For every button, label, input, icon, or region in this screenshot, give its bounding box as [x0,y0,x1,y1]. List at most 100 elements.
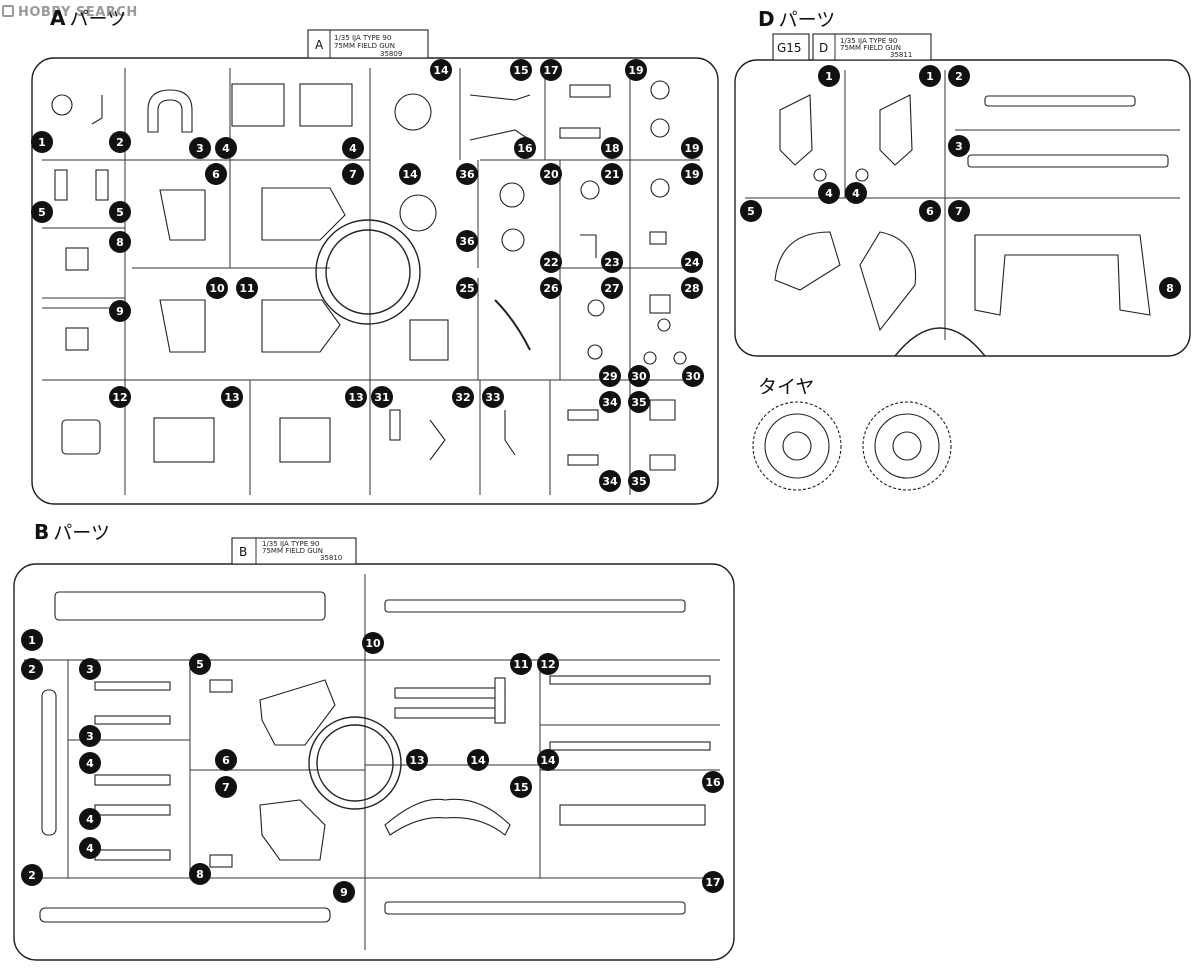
part-label-d-1b: 1 [919,65,941,87]
part-label-b-8: 8 [189,863,211,885]
part-label-b-13: 13 [406,749,428,771]
part-label-b-15: 15 [510,776,532,798]
part-label-a-2: 2 [109,131,131,153]
part-label-a-19: 19 [625,59,647,81]
svg-text:22: 22 [543,256,558,269]
part-label-d-8: 8 [1159,277,1181,299]
svg-text:2: 2 [116,136,124,149]
svg-text:D: D [819,41,828,55]
part-label-a-23: 23 [601,251,623,273]
part-label-b-4c: 4 [79,837,101,859]
svg-text:7: 7 [955,205,963,218]
svg-text:1: 1 [825,70,833,83]
part-label-b-3: 3 [79,658,101,680]
svg-text:36: 36 [459,168,475,181]
part-label-a-35: 35 [628,391,650,413]
svg-text:19: 19 [684,168,699,181]
svg-text:35: 35 [631,475,646,488]
part-label-b-3b: 3 [79,725,101,747]
part-label-d-6: 6 [919,200,941,222]
part-label-a-36b: 36 [456,230,478,252]
svg-text:14: 14 [402,168,418,181]
svg-text:33: 33 [485,391,500,404]
svg-text:8: 8 [116,236,124,249]
labels-d: 1 1 2 3 4 4 5 6 7 8 [740,65,1181,299]
svg-text:3: 3 [196,142,204,155]
svg-text:13: 13 [224,391,239,404]
svg-text:13: 13 [409,754,424,767]
svg-text:6: 6 [222,754,230,767]
svg-text:6: 6 [926,205,934,218]
part-label-b-6: 6 [215,749,237,771]
part-label-a-25: 25 [456,277,478,299]
part-label-d-5: 5 [740,200,762,222]
svg-text:B: B [239,545,247,559]
svg-text:14: 14 [470,754,486,767]
svg-text:32: 32 [455,391,470,404]
svg-text:19: 19 [628,64,643,77]
labels-a: 1 2 3 4 4 5 5 6 7 8 9 10 11 12 13 13 14 … [31,59,704,492]
svg-text:12: 12 [112,391,127,404]
svg-text:4: 4 [86,842,94,855]
part-label-a-11: 11 [236,277,258,299]
svg-text:2: 2 [28,869,36,882]
svg-text:23: 23 [604,256,619,269]
svg-text:24: 24 [684,256,700,269]
part-label-d-2: 2 [948,65,970,87]
part-label-a-12: 12 [109,386,131,408]
svg-text:18: 18 [604,142,619,155]
part-label-a-32: 32 [452,386,474,408]
svg-text:75MM FIELD GUN: 75MM FIELD GUN [334,42,395,50]
svg-text:4: 4 [349,142,357,155]
svg-text:10: 10 [209,282,225,295]
part-label-a-20: 20 [540,163,562,185]
part-label-a-4b: 4 [342,137,364,159]
svg-text:3: 3 [86,730,94,743]
part-label-a-18: 18 [601,137,623,159]
part-label-a-10: 10 [206,277,228,299]
part-label-b-17: 17 [702,871,724,893]
svg-text:16: 16 [517,142,533,155]
part-label-a-14b: 14 [399,163,421,185]
part-label-a-7: 7 [342,163,364,185]
part-label-a-34: 34 [599,391,621,413]
svg-text:1: 1 [38,136,46,149]
svg-text:20: 20 [543,168,559,181]
svg-text:35: 35 [631,396,646,409]
part-label-b-16: 16 [702,771,724,793]
part-label-a-16: 16 [514,137,536,159]
part-label-b-2: 2 [21,658,43,680]
sprue-a: A 1/35 IJA TYPE 90 75MM FIELD GUN 35809 [31,29,719,505]
part-label-a-26: 26 [540,277,562,299]
part-label-a-31: 31 [371,386,393,408]
svg-text:9: 9 [116,305,124,318]
part-label-a-22: 22 [540,251,562,273]
part-label-b-4b: 4 [79,808,101,830]
svg-text:75MM FIELD GUN: 75MM FIELD GUN [262,547,323,555]
svg-text:12: 12 [540,658,555,671]
part-label-b-7: 7 [215,776,237,798]
svg-text:27: 27 [604,282,619,295]
svg-text:6: 6 [212,168,220,181]
part-label-a-19b: 19 [681,137,703,159]
part-label-a-34b: 34 [599,470,621,492]
svg-text:14: 14 [433,64,449,77]
part-label-b-2b: 2 [21,864,43,886]
svg-text:21: 21 [604,168,619,181]
svg-text:G15: G15 [777,41,802,55]
watermark: HOBBY SEARCH [2,5,138,20]
part-label-a-13: 13 [221,386,243,408]
svg-text:75MM FIELD GUN: 75MM FIELD GUN [840,44,901,52]
part-label-a-29: 29 [599,365,621,387]
svg-text:9: 9 [340,886,348,899]
svg-text:34: 34 [602,475,618,488]
part-label-a-5: 5 [31,201,53,223]
part-label-a-5b: 5 [109,201,131,223]
part-label-d-7: 7 [948,200,970,222]
svg-text:4: 4 [825,187,833,200]
svg-text:15: 15 [513,781,528,794]
part-label-a-3: 3 [189,137,211,159]
part-label-a-15: 15 [510,59,532,81]
svg-text:34: 34 [602,396,618,409]
